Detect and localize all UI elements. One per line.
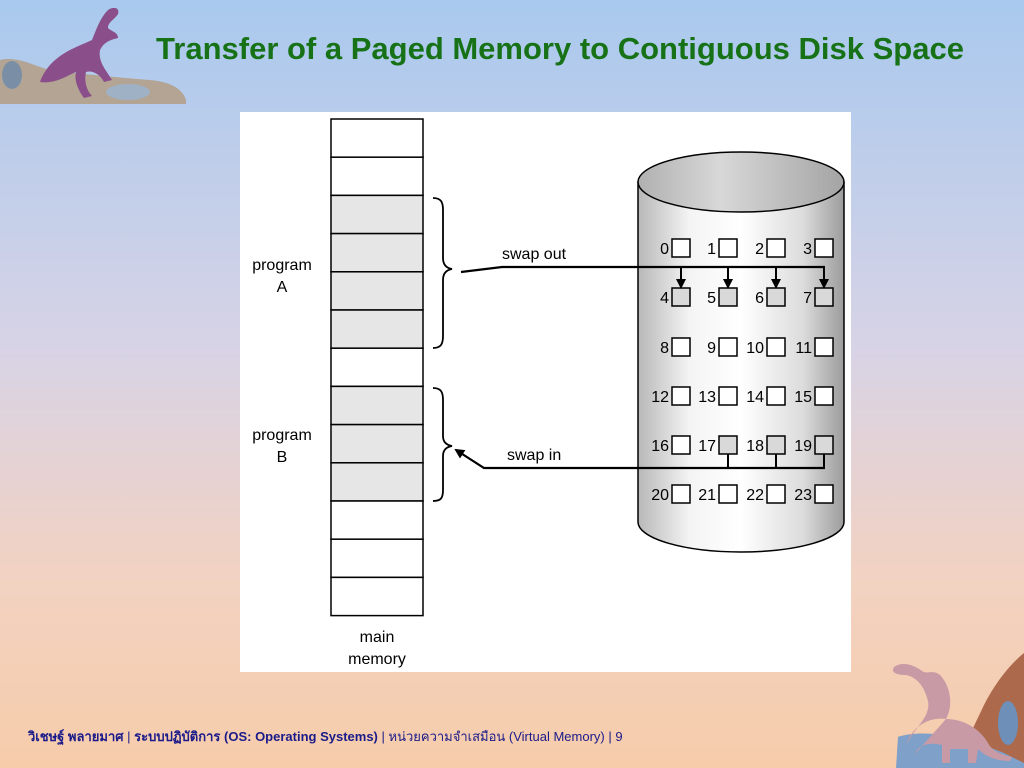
main-memory-label-line2: memory: [348, 651, 406, 668]
disk-block: [671, 287, 691, 307]
disk-block-number: 4: [660, 290, 669, 307]
slide-title: Transfer of a Paged Memory to Contiguous…: [156, 30, 964, 66]
disk-block-number: 11: [795, 340, 812, 357]
disk-block: [766, 287, 786, 307]
program-a-brace: [432, 197, 453, 349]
main-memory: [330, 118, 424, 617]
disk-block: [718, 287, 738, 307]
disk-block-number: 16: [651, 438, 669, 455]
disk-block-number: 9: [707, 340, 716, 357]
disk-block: [814, 435, 834, 455]
memory-frame: [330, 423, 424, 464]
disk-block-number: 20: [651, 487, 669, 504]
disk-block: [671, 238, 691, 258]
disk-block-number: 8: [660, 340, 669, 357]
disk-block-number: 7: [803, 290, 812, 307]
swap-out-label: swap out: [502, 246, 567, 263]
memory-frame: [330, 576, 424, 617]
memory-frame: [330, 500, 424, 540]
disk-block-number: 19: [794, 438, 812, 455]
footer-course: ระบบปฏิบัติการ (OS: Operating Systems): [134, 729, 378, 744]
disk-block-number: 14: [746, 389, 764, 406]
disk-block: [766, 484, 786, 504]
program-b-brace: [432, 387, 453, 502]
disk-block: [766, 337, 786, 357]
disk-block: [718, 386, 738, 406]
disk-block: [671, 435, 691, 455]
disk-block-number: 10: [746, 340, 764, 357]
disk-block-number: 21: [698, 487, 716, 504]
disk-block: [718, 435, 738, 455]
disk-block-number: 3: [803, 241, 812, 258]
program-a-label-line1: program: [252, 257, 312, 274]
memory-frame: [330, 232, 424, 273]
disk-block: [766, 386, 786, 406]
disk-block-number: 2: [755, 241, 764, 258]
program-b-label-line2: B: [277, 449, 288, 466]
memory-frame: [330, 194, 424, 235]
disk-block: [814, 337, 834, 357]
memory-frame: [330, 271, 424, 311]
footer-separator: |: [377, 729, 389, 744]
swap-out-arrow: [460, 265, 829, 289]
main-memory-label-line1: main: [360, 629, 395, 646]
disk-block: [671, 484, 691, 504]
disk-block-number: 17: [698, 438, 716, 455]
disk-block: [814, 287, 834, 307]
disk-cylinder: [637, 151, 845, 553]
disk-block: [671, 337, 691, 357]
footer-page-number: 9: [615, 729, 623, 744]
disk-block-number: 22: [746, 487, 764, 504]
memory-frame: [330, 538, 424, 579]
disk-block-number: 15: [794, 389, 812, 406]
disk-block: [671, 386, 691, 406]
disk-block: [718, 484, 738, 504]
program-b-label-line1: program: [252, 427, 312, 444]
footer-author: วิเชษฐ์ พลายมาศ: [28, 729, 124, 744]
disk-block: [766, 435, 786, 455]
disk-block-number: 6: [755, 290, 764, 307]
memory-frame: [330, 347, 424, 388]
dinosaur-trex-decoration: [0, 7, 186, 104]
disk-block: [718, 238, 738, 258]
swap-in-arrow: [454, 448, 825, 470]
footer-separator: |: [123, 729, 135, 744]
disk-block: [766, 238, 786, 258]
disk-block-number: 1: [707, 241, 716, 258]
disk-block: [814, 386, 834, 406]
disk-block-number: 5: [707, 290, 716, 307]
disk-block-number: 12: [651, 389, 669, 406]
disk-block: [814, 238, 834, 258]
disk-block-number: 18: [746, 438, 764, 455]
dinosaur-brontosaurus-decoration: [892, 653, 1024, 768]
memory-frame: [330, 385, 424, 426]
disk-block: [814, 484, 834, 504]
memory-frame: [330, 156, 424, 197]
footer: วิเชษฐ์ พลายมาศ | ระบบปฏิบัติการ (OS: Op…: [28, 726, 623, 747]
footer-topic: หน่วยความจำเสมือน (Virtual Memory): [388, 729, 605, 744]
program-a-label-line2: A: [277, 279, 288, 296]
memory-frame: [330, 309, 424, 349]
swap-in-label: swap in: [507, 447, 561, 464]
disk-block-number: 0: [660, 241, 669, 258]
memory-frame: [330, 118, 424, 158]
footer-separator: |: [604, 729, 616, 744]
disk-block-number: 13: [698, 389, 716, 406]
disk-block: [718, 337, 738, 357]
disk-block-number: 23: [794, 487, 812, 504]
memory-frame: [330, 462, 424, 502]
